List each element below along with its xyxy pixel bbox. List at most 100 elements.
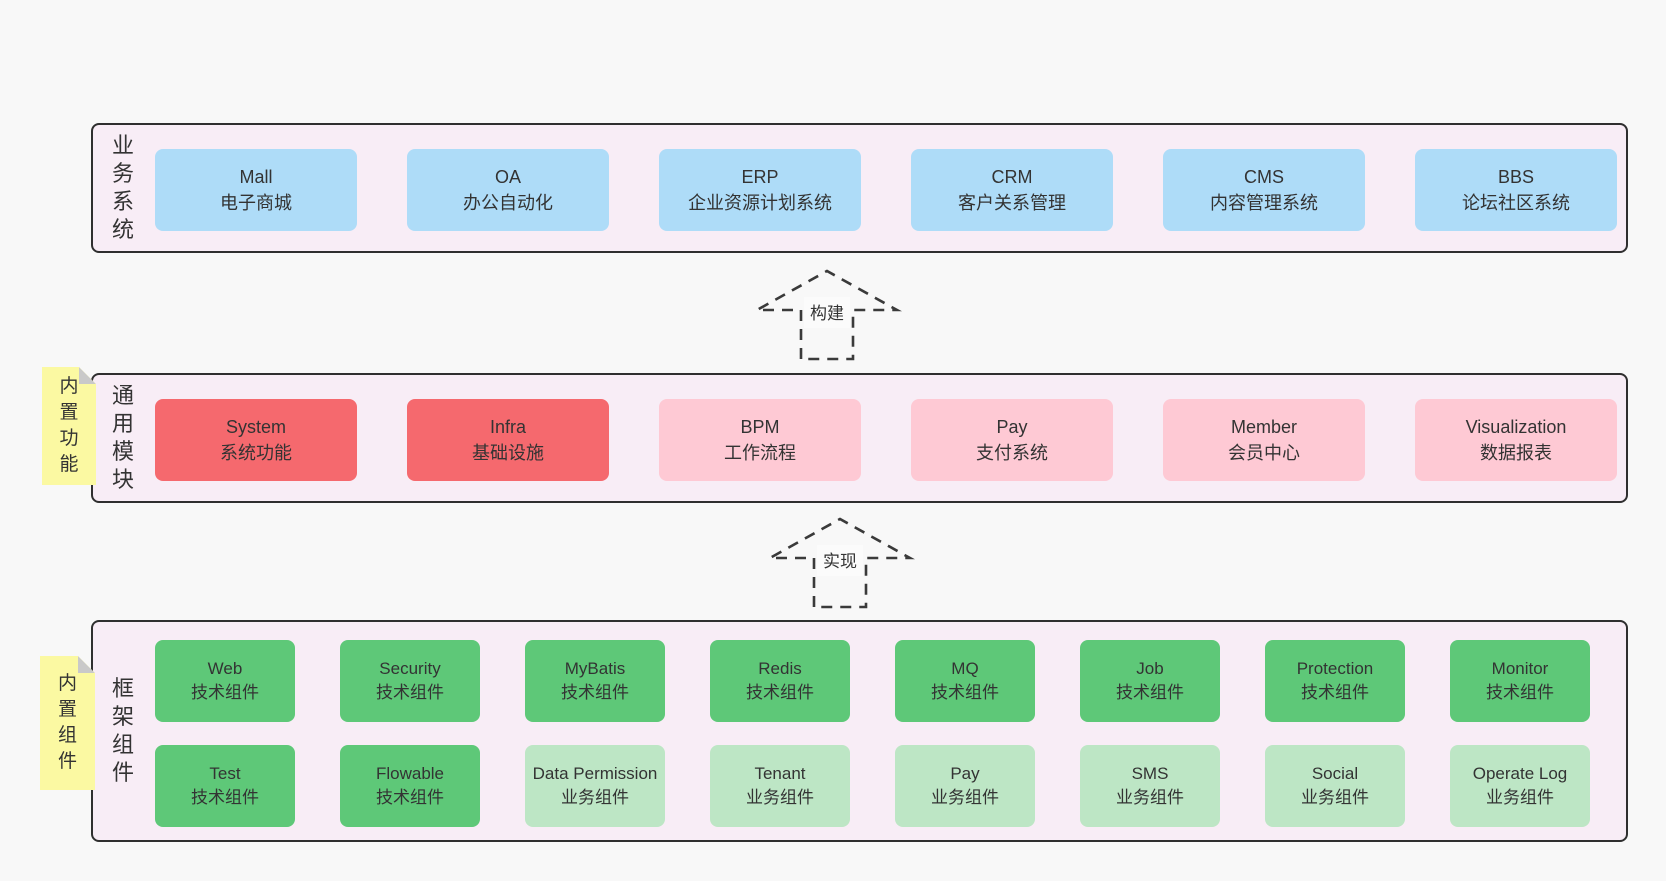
- box-title: Member: [1230, 417, 1297, 437]
- box-subtitle: 客户关系管理: [958, 193, 1066, 213]
- box-title: Operate Log: [1472, 764, 1568, 783]
- box-job: Job 技术组件: [1080, 640, 1220, 722]
- box-title: OA: [494, 167, 521, 187]
- box-title: Web: [207, 659, 243, 678]
- box-subtitle: 数据报表: [1480, 443, 1552, 463]
- box-data-permission: Data Permission 业务组件: [525, 745, 665, 827]
- sticky-note-builtin-components: 内 置 组 件: [40, 656, 95, 790]
- box-subtitle: 内容管理系统: [1210, 193, 1318, 213]
- box-title: SMS: [1131, 764, 1169, 783]
- box-title: Test: [209, 764, 241, 783]
- box-title: Redis: [758, 659, 802, 678]
- box-erp: ERP 企业资源计划系统: [659, 149, 861, 231]
- box-title: Protection: [1296, 659, 1374, 678]
- box-monitor: Monitor 技术组件: [1450, 640, 1590, 722]
- box-subtitle: 论坛社区系统: [1462, 193, 1570, 213]
- box-subtitle: 工作流程: [724, 443, 796, 463]
- box-oa: OA 办公自动化: [407, 149, 609, 231]
- box-subtitle: 办公自动化: [463, 193, 553, 213]
- box-pay-component: Pay 业务组件: [895, 745, 1035, 827]
- box-redis: Redis 技术组件: [710, 640, 850, 722]
- box-title: MyBatis: [564, 659, 626, 678]
- box-title: BBS: [1497, 167, 1535, 187]
- box-title: Social: [1311, 764, 1359, 783]
- box-subtitle: 业务组件: [1116, 788, 1184, 807]
- box-mybatis: MyBatis 技术组件: [525, 640, 665, 722]
- box-visualization: Visualization 数据报表: [1415, 399, 1617, 481]
- box-subtitle: 业务组件: [1486, 788, 1554, 807]
- box-web: Web 技术组件: [155, 640, 295, 722]
- box-member: Member 会员中心: [1163, 399, 1365, 481]
- box-infra: Infra 基础设施: [407, 399, 609, 481]
- up-arrow-icon: [764, 517, 916, 609]
- box-subtitle: 支付系统: [976, 443, 1048, 463]
- box-sms: SMS 业务组件: [1080, 745, 1220, 827]
- box-mall: Mall 电子商城: [155, 149, 357, 231]
- box-subtitle: 基础设施: [472, 443, 544, 463]
- box-crm: CRM 客户关系管理: [911, 149, 1113, 231]
- box-subtitle: 技术组件: [1486, 683, 1554, 702]
- sticky-note-builtin-features: 内 置 功 能: [42, 367, 96, 485]
- box-subtitle: 系统功能: [220, 443, 292, 463]
- box-subtitle: 会员中心: [1228, 443, 1300, 463]
- band-label-framework-components: 框 架 组 件: [111, 676, 134, 785]
- box-title: Security: [379, 659, 441, 678]
- sticky-label: 内 置 功 能: [59, 376, 79, 475]
- box-social: Social 业务组件: [1265, 745, 1405, 827]
- box-title: Job: [1136, 659, 1164, 678]
- box-subtitle: 技术组件: [1301, 683, 1369, 702]
- implement-arrow: 实现: [760, 514, 920, 610]
- box-subtitle: 电子商城: [220, 193, 292, 213]
- box-subtitle: 企业资源计划系统: [688, 193, 832, 213]
- box-bpm: BPM 工作流程: [659, 399, 861, 481]
- box-title: Mall: [239, 167, 273, 187]
- box-system: System 系统功能: [155, 399, 357, 481]
- build-arrow: 构建: [747, 266, 907, 362]
- box-subtitle: 业务组件: [931, 788, 999, 807]
- box-title: Pay: [950, 764, 980, 783]
- box-subtitle: 技术组件: [376, 788, 444, 807]
- box-subtitle: 技术组件: [1116, 683, 1184, 702]
- box-mq: MQ 技术组件: [895, 640, 1035, 722]
- box-title: MQ: [951, 659, 979, 678]
- box-title: CRM: [991, 167, 1033, 187]
- box-subtitle: 技术组件: [191, 683, 259, 702]
- box-title: Flowable: [375, 764, 445, 783]
- box-subtitle: 技术组件: [191, 788, 259, 807]
- common-modules-band: 通 用 模 块 System 系统功能 Infra 基础设施 BPM 工作流程 …: [91, 373, 1628, 503]
- box-tenant: Tenant 业务组件: [710, 745, 850, 827]
- box-pay: Pay 支付系统: [911, 399, 1113, 481]
- box-subtitle: 业务组件: [746, 788, 814, 807]
- box-test: Test 技术组件: [155, 745, 295, 827]
- arrow-label: 实现: [823, 552, 857, 571]
- box-title: Infra: [489, 417, 527, 437]
- box-subtitle: 技术组件: [376, 683, 444, 702]
- box-title: Tenant: [754, 764, 806, 783]
- sticky-label: 内 置 组 件: [57, 673, 77, 772]
- box-title: Monitor: [1491, 659, 1549, 678]
- box-flowable: Flowable 技术组件: [340, 745, 480, 827]
- box-cms: CMS 内容管理系统: [1163, 149, 1365, 231]
- box-title: ERP: [741, 167, 779, 187]
- framework-components-band: 框 架 组 件 Web 技术组件 Security 技术组件 MyBatis 技…: [91, 620, 1628, 842]
- box-subtitle: 业务组件: [1301, 788, 1369, 807]
- box-operate-log: Operate Log 业务组件: [1450, 745, 1590, 827]
- box-security: Security 技术组件: [340, 640, 480, 722]
- up-arrow-icon: [751, 269, 903, 361]
- box-subtitle: 业务组件: [561, 788, 629, 807]
- arrow-label: 构建: [810, 304, 844, 323]
- box-title: Data Permission: [532, 764, 658, 783]
- box-title: CMS: [1244, 167, 1284, 187]
- box-subtitle: 技术组件: [931, 683, 999, 702]
- band-label-common-modules: 通 用 模 块: [111, 383, 134, 492]
- band-label-business-systems: 业 务 系 统: [111, 133, 134, 242]
- box-title: BPM: [740, 417, 780, 437]
- box-title: Visualization: [1465, 417, 1567, 437]
- business-systems-band: 业 务 系 统 Mall 电子商城 OA 办公自动化 ERP 企业资源计划系统 …: [91, 123, 1628, 253]
- box-bbs: BBS 论坛社区系统: [1415, 149, 1617, 231]
- box-protection: Protection 技术组件: [1265, 640, 1405, 722]
- box-subtitle: 技术组件: [561, 683, 629, 702]
- box-title: Pay: [996, 417, 1028, 437]
- box-title: System: [225, 417, 286, 437]
